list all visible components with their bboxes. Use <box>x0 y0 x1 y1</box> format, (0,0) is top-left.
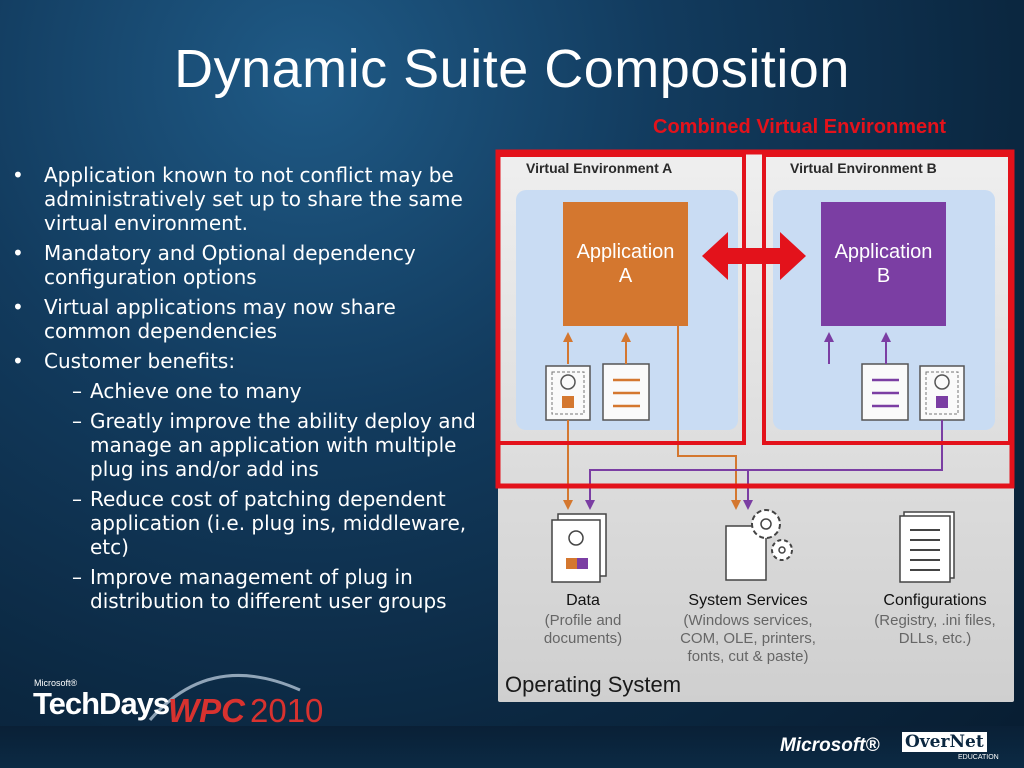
bullet-mark: • <box>12 163 24 187</box>
techdays-swoosh <box>148 673 301 721</box>
sub-bullet-list: –Achieve one to many–Greatly improve the… <box>44 379 482 613</box>
bullet-item: • Virtual applications may now share comm… <box>12 295 482 343</box>
bullet-text: Virtual applications may now share commo… <box>44 295 396 343</box>
sub-bullet-text: Reduce cost of patching dependent applic… <box>90 487 467 559</box>
data-title: Data <box>566 592 600 609</box>
combined-env-label: Combined Virtual Environment <box>653 116 946 138</box>
ve-b-doc-icon <box>861 363 909 421</box>
app-a-line1: Application <box>576 241 675 263</box>
year-logo: 2010 <box>250 692 324 729</box>
sub-bullet-mark: – <box>72 565 82 589</box>
sub-bullet-item: –Greatly improve the ability deploy and … <box>44 409 482 481</box>
ve-a-user-icon <box>545 365 591 421</box>
bullet-text: Customer benefits: <box>44 349 236 373</box>
app-a-line2: A <box>618 265 633 287</box>
footer-bar <box>0 726 1024 768</box>
os-title: Operating System <box>505 672 682 697</box>
share-arrow <box>702 232 806 280</box>
bullet-item: • Application known to not conflict may b… <box>12 163 482 235</box>
bullet-text: Application known to not conflict may be… <box>44 163 463 235</box>
gears-icon <box>725 509 793 581</box>
app-b-line2: B <box>876 265 891 287</box>
sub-bullet-mark: – <box>72 379 82 403</box>
ve-a-label: Virtual Environment A <box>526 160 673 176</box>
app-a-box <box>563 202 688 326</box>
sub-bullet-mark: – <box>72 409 82 433</box>
wpc-logo: WPC <box>168 692 245 729</box>
app-b-line1: Application <box>834 241 933 263</box>
combined-border <box>495 149 1015 489</box>
sub-bullet-item: –Achieve one to many <box>44 379 482 403</box>
bullet-item: • Mandatory and Optional dependency confi… <box>12 241 482 289</box>
data-desc: (Profile and documents) <box>543 612 623 647</box>
sub-bullet-text: Achieve one to many <box>90 379 302 403</box>
services-desc: (Windows services, COM, OLE, printers, f… <box>680 612 816 665</box>
microsoft-logo: Microsoft® <box>780 735 880 756</box>
sub-bullet-item: –Improve management of plug in distribut… <box>44 565 482 613</box>
services-title: System Services <box>688 592 808 609</box>
slide-title: Dynamic Suite Composition <box>174 39 850 99</box>
ve-b-user-icon <box>919 365 965 421</box>
sub-bullet-text: Improve management of plug in distributi… <box>90 565 447 613</box>
overnet-logo: OverNet <box>902 732 987 752</box>
orange-connectors <box>563 326 741 510</box>
sub-bullet-item: –Reduce cost of patching dependent appli… <box>44 487 482 559</box>
bullet-items: • Application known to not conflict may b… <box>12 163 482 613</box>
education-label: EDUCATION <box>958 754 999 761</box>
config-icon <box>899 511 955 583</box>
bullet-text: Mandatory and Optional dependency config… <box>44 241 416 289</box>
sub-bullet-mark: – <box>72 487 82 511</box>
sub-bullet-text: Greatly improve the ability deploy and m… <box>90 409 476 481</box>
config-title: Configurations <box>883 592 987 609</box>
bullet-item: •Customer benefits:–Achieve one to many–… <box>12 349 482 613</box>
techdays-logo: TechDays <box>33 686 170 721</box>
ve-b-label: Virtual Environment B <box>790 160 937 176</box>
bullet-list: • Application known to not conflict may b… <box>12 163 482 619</box>
bullet-mark: • <box>12 295 24 319</box>
ms-small-logo: Microsoft® <box>34 678 78 688</box>
data-icon <box>551 513 607 583</box>
app-b-box <box>821 202 946 326</box>
bullet-mark: • <box>12 349 24 373</box>
bullet-mark: • <box>12 241 24 265</box>
config-desc: (Registry, .ini files, DLLs, etc.) <box>874 612 996 647</box>
ve-a-doc-icon <box>602 363 650 421</box>
